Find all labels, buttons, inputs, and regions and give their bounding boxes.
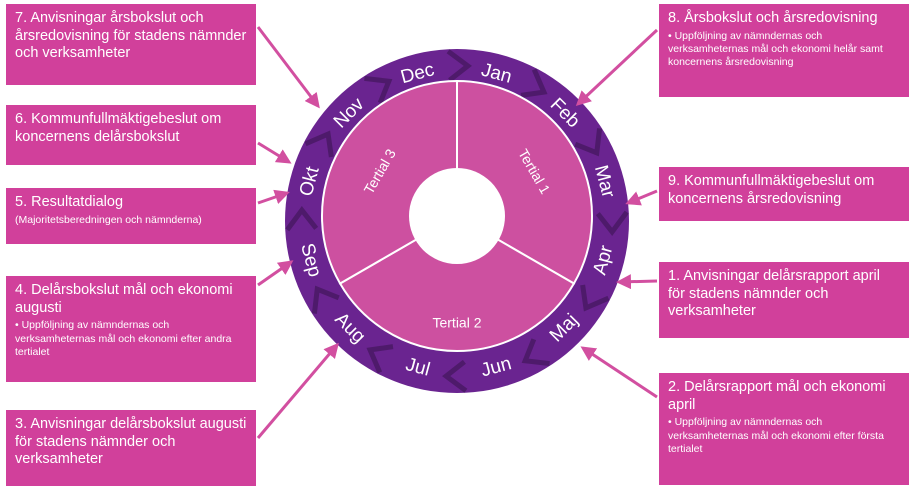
connector-arrow (256, 342, 339, 439)
box-step-4-sub: • Uppföljning av nämndernas och verksamh… (15, 319, 232, 358)
box-step-7: 7. Anvisningar årsbokslut och årsredovis… (6, 4, 256, 85)
wheel-center-hole (409, 168, 505, 264)
connector-arrow (257, 189, 290, 205)
month-separator-chevron (580, 284, 610, 312)
connector-arrow (257, 260, 294, 287)
box-step-8: 8. Årsbokslut och årsredovisning • Uppfö… (659, 4, 909, 97)
box-step-3-title: 3. Anvisningar delårsbokslut augusti för… (15, 416, 247, 468)
box-step-8-sub: • Uppföljning av nämndernas och verksamh… (668, 29, 883, 68)
tertial-label-2: Tertial 2 (432, 315, 481, 331)
connector-arrow (625, 189, 658, 206)
box-step-2-title: 2. Delårsrapport mål och ekonomi april (668, 379, 886, 413)
month-separator-chevron (366, 344, 394, 374)
connector-arrow (257, 141, 292, 164)
month-separator-chevron (311, 285, 340, 314)
connector-arrow (575, 28, 659, 107)
box-step-8-title: 8. Årsbokslut och årsredovisning (668, 10, 878, 26)
month-chevrons (285, 49, 629, 393)
box-step-6-title: 6. Kommunfullmäktigebeslut om koncernens… (15, 111, 222, 145)
month-separator-chevron (364, 75, 393, 104)
month-separator-chevron (595, 210, 629, 236)
tertial-segment-2 (338, 214, 576, 352)
box-step-9: 9. Kommunfullmäktigebeslut om koncernens… (659, 167, 909, 221)
month-separator-chevron (442, 359, 468, 393)
connector-arrow (580, 346, 658, 399)
box-step-1: 1. Anvisningar delårsrapport april för s… (659, 262, 909, 338)
month-separator-chevron (446, 49, 472, 83)
box-step-6: 6. Kommunfullmäktigebeslut om koncernens… (6, 105, 256, 165)
box-step-5-sub: (Majoritetsberedningen och nämnderna) (15, 213, 202, 226)
month-separator-chevron (574, 128, 603, 157)
connector-arrows (256, 26, 659, 439)
box-step-5: 5. Resultatdialog (Majoritetsberedningen… (6, 188, 256, 244)
connector-arrow (616, 274, 658, 290)
month-separator-chevron (285, 206, 319, 232)
box-step-3: 3. Anvisningar delårsbokslut augusti för… (6, 410, 256, 486)
box-step-1-title: 1. Anvisningar delårsrapport april för s… (668, 268, 880, 320)
box-step-9-title: 9. Kommunfullmäktigebeslut om koncernens… (668, 173, 875, 207)
connector-arrow (256, 26, 320, 109)
box-step-2: 2. Delårsrapport mål och ekonomi april •… (659, 373, 909, 485)
box-step-5-title: 5. Resultatdialog (15, 194, 124, 210)
box-step-7-title: 7. Anvisningar årsbokslut och årsredovis… (15, 10, 247, 62)
box-step-4-title: 4. Delårsbokslut mål och ekonomi augusti (15, 282, 233, 316)
month-separator-chevron (521, 338, 550, 367)
box-step-4: 4. Delårsbokslut mål och ekonomi augusti… (6, 276, 256, 382)
month-separator-chevron (304, 130, 334, 158)
month-separator-chevron (520, 68, 548, 98)
box-step-2-sub: • Uppföljning av nämndernas och verksamh… (668, 416, 884, 455)
